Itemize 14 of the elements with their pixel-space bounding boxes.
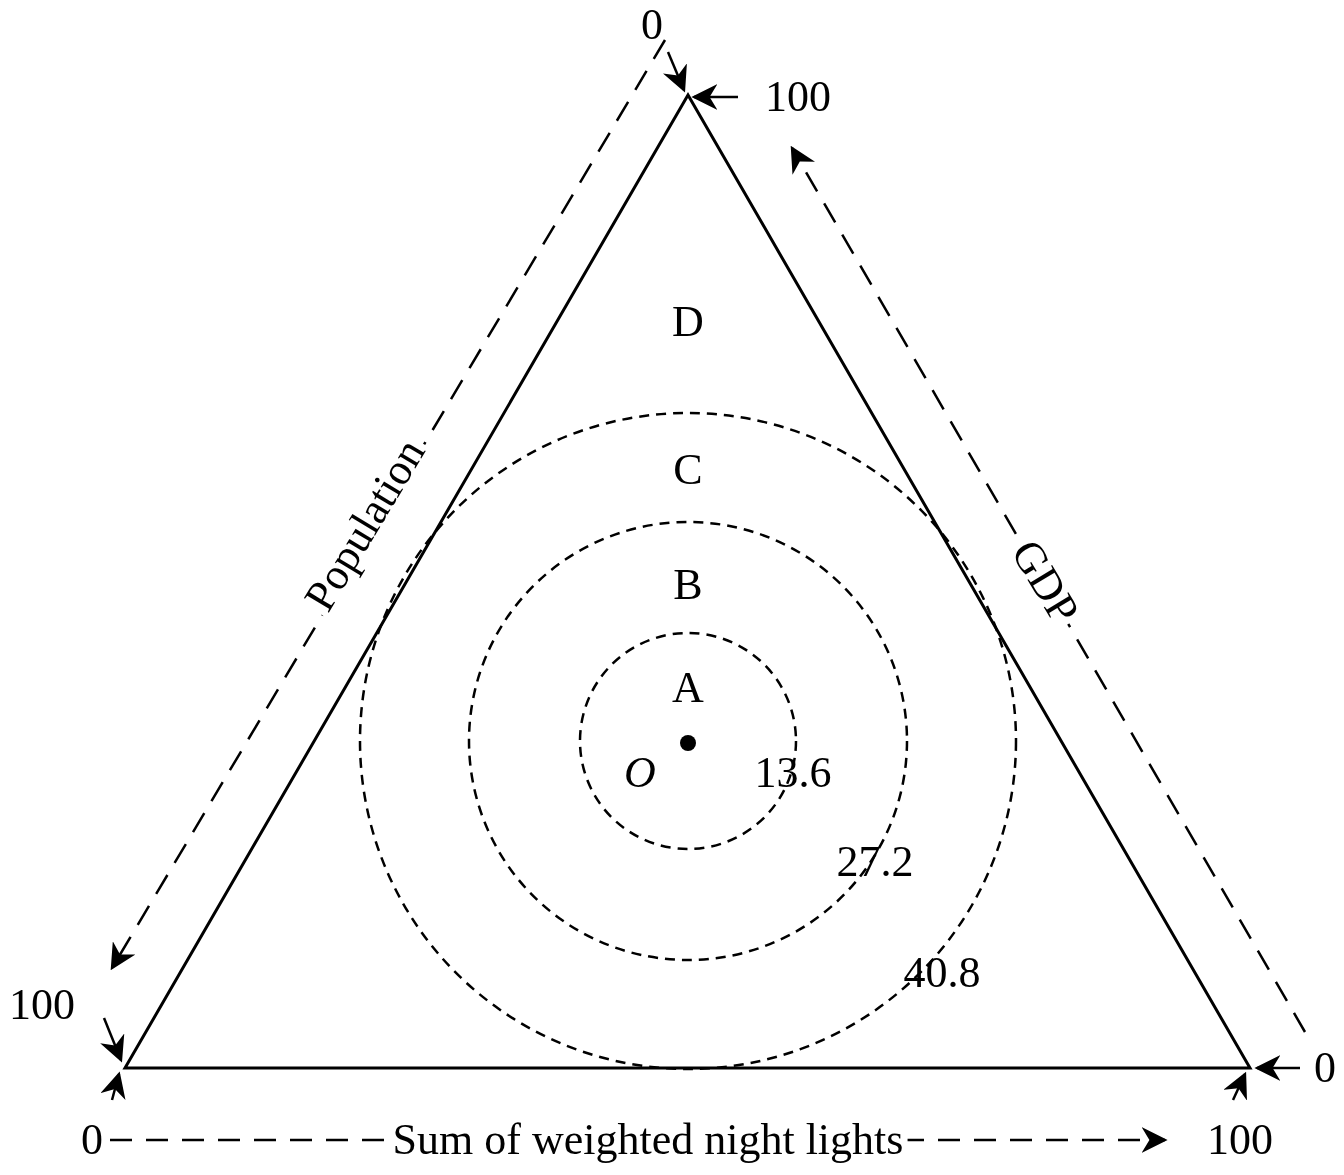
- point-label: O: [624, 751, 656, 795]
- region-label: D: [672, 300, 704, 344]
- tick-label: 100: [765, 75, 831, 119]
- tick-label: 0: [641, 3, 663, 47]
- tick-label: 100: [9, 983, 75, 1027]
- tick-label: 0: [1314, 1046, 1336, 1090]
- tick-label: 0: [81, 1118, 103, 1162]
- radius-label: 27.2: [836, 840, 914, 884]
- tick-label: 100: [1207, 1118, 1273, 1162]
- radius-label: 40.8: [903, 951, 981, 995]
- region-label: C: [673, 448, 703, 492]
- region-label: B: [673, 563, 703, 607]
- radius-label: 13.6: [754, 751, 832, 795]
- region-label: A: [672, 666, 704, 710]
